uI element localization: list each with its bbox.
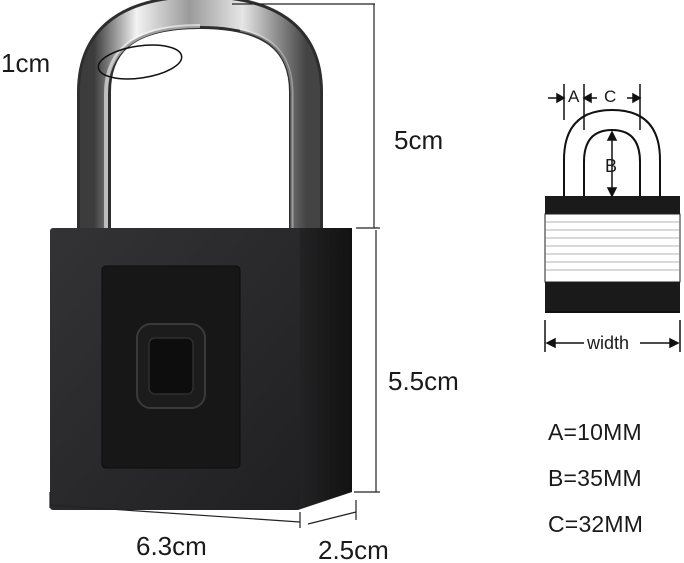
schematic-body-top-band xyxy=(545,196,680,214)
schematic-body-stripes xyxy=(546,221,679,271)
body-height-label: 5.5cm xyxy=(388,366,459,396)
body-depth-label: 2.5cm xyxy=(318,535,389,563)
fingerprint-sensor xyxy=(148,337,194,395)
shackle-height-label: 5cm xyxy=(394,125,444,155)
schematic-label-a: A xyxy=(568,87,580,106)
schematic-body-bottom-band xyxy=(545,282,680,312)
schematic-label-b: B xyxy=(605,156,618,176)
shackle xyxy=(77,0,323,232)
spec-c: C=32MM xyxy=(548,511,644,537)
schematic-shackle-outer xyxy=(563,108,661,196)
schematic-label-width: width xyxy=(587,333,630,353)
thickness-indicator xyxy=(97,44,183,80)
schematic-body-middle xyxy=(544,213,681,283)
schematic-shackle-inner xyxy=(583,128,641,196)
schematic-label-c: C xyxy=(604,87,617,106)
dimension-width-arrow xyxy=(544,320,681,352)
dimension-a-c-arrows xyxy=(548,84,642,130)
dimension-lines xyxy=(49,3,380,528)
body-width-label: 6.3cm xyxy=(136,531,207,561)
spec-a: A=10MM xyxy=(548,419,642,445)
spec-b: B=35MM xyxy=(548,465,642,491)
dimension-b-arrow xyxy=(606,130,618,198)
lock-body-side xyxy=(298,228,352,510)
shackle-thickness-label: 1cm xyxy=(1,48,51,78)
